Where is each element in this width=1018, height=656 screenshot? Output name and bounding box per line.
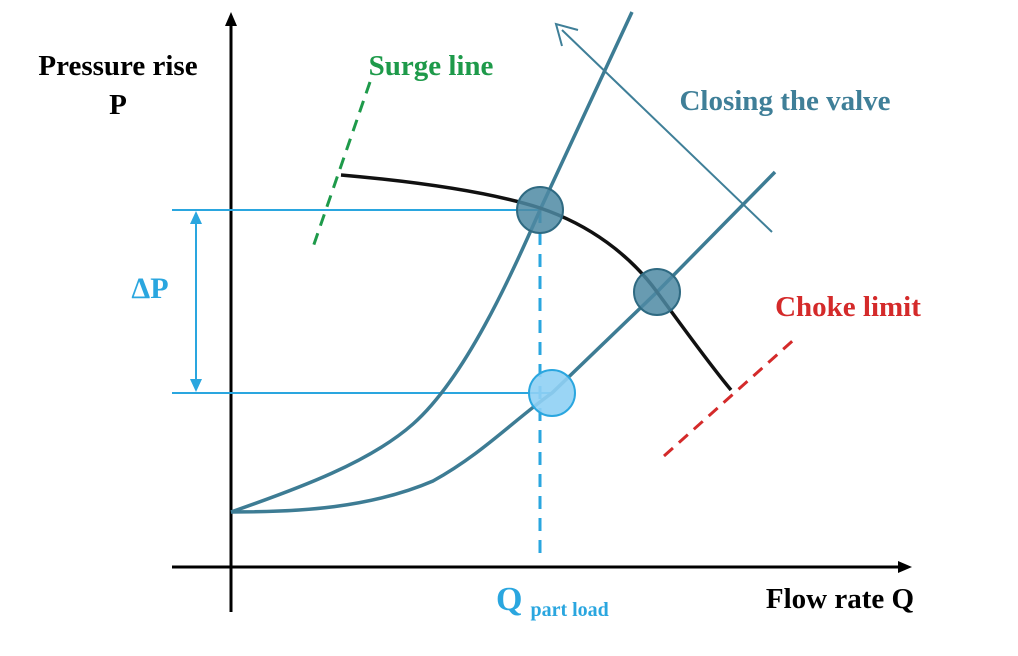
choke-limit-label: Choke limit: [775, 291, 921, 323]
closing-valve-label: Closing the valve: [679, 85, 890, 117]
operating-point-full-load: [633, 268, 681, 316]
y-axis-label-line1: Pressure rise: [38, 50, 197, 82]
delta-p-arrow-bottom: [190, 379, 202, 392]
operating-point-reduced: [528, 369, 576, 417]
operating-point-part-load: [516, 186, 564, 234]
system-curve-open: [230, 170, 777, 514]
q-subscript: part load: [530, 599, 608, 621]
choke-limit-line: [662, 334, 800, 458]
closing-valve-arrow: [561, 29, 773, 233]
y-axis-arrow: [225, 12, 237, 26]
surge-line-label: Surge line: [369, 50, 494, 82]
x-axis-label: Flow rate Q: [766, 583, 914, 615]
system-curve-closed: [230, 11, 634, 514]
x-axis-arrow: [898, 561, 912, 573]
surge-line: [310, 81, 372, 251]
delta-p-arrow-top: [190, 211, 202, 224]
y-axis-label-line2: P: [109, 89, 127, 121]
pump-curve: [340, 173, 733, 392]
closing-valve-arrow-head: [554, 22, 579, 47]
q-symbol: Q: [496, 581, 522, 618]
delta-p-label: ΔP: [131, 272, 168, 305]
